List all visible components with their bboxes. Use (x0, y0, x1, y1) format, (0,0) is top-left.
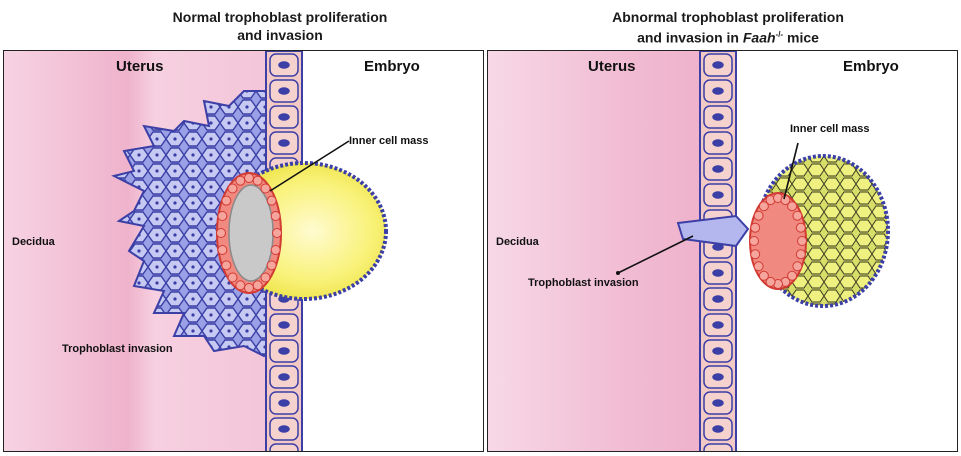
icm-cell (793, 262, 802, 271)
icm-cell (222, 261, 231, 270)
icm-cell (751, 250, 760, 259)
icm-cell (271, 212, 280, 221)
cell-nucleus (713, 270, 723, 276)
epithelial-cell (270, 444, 298, 452)
left-trophoblast-invasion-label: Trophoblast invasion (62, 343, 173, 355)
abnormal-implantation-illustration (488, 51, 958, 452)
left-inner-cell-mass-label: Inner cell mass (349, 135, 429, 147)
icm-cell (754, 211, 763, 220)
right-title-suffix: mice (783, 30, 819, 46)
cell-nucleus (713, 426, 723, 432)
icm-cell (253, 176, 262, 185)
icm-cell (751, 223, 760, 232)
icm-cell (754, 262, 763, 271)
normal-implantation-panel: Uterus Embryo Decidua Inner cell mass Tr… (3, 50, 484, 452)
cell-nucleus (279, 400, 289, 406)
icm-cell (218, 245, 227, 254)
icm-cell (788, 202, 797, 211)
icm-cell (261, 184, 270, 193)
icm-cell (750, 237, 759, 246)
left-title-line1: Normal trophoblast proliferation (80, 8, 480, 26)
cell-nucleus (279, 88, 289, 94)
cell-nucleus (279, 322, 289, 328)
right-trophoblast-invasion-label: Trophoblast invasion (528, 277, 639, 289)
right-title-line1: Abnormal trophoblast proliferation (528, 8, 928, 26)
epithelial-cells (704, 54, 732, 452)
icm-cell (793, 211, 802, 220)
cell-nucleus (713, 296, 723, 302)
inner-cell-mass-core (229, 185, 273, 281)
right-uterus-label: Uterus (588, 58, 636, 75)
normal-implantation-illustration (4, 51, 484, 452)
cell-nucleus (713, 114, 723, 120)
left-panel-title: Normal trophoblast proliferation and inv… (80, 8, 480, 44)
cell-nucleus (713, 62, 723, 68)
icm-cell (796, 250, 805, 259)
cell-nucleus (713, 192, 723, 198)
cell-nucleus (279, 426, 289, 432)
left-decidua-label: Decidua (12, 236, 55, 248)
icm-cell (222, 196, 231, 205)
icm-cell (217, 229, 226, 238)
right-title-gene: Faah (743, 30, 776, 46)
left-uterus-label: Uterus (116, 58, 164, 75)
icm-cell (267, 261, 276, 270)
cell-nucleus (279, 374, 289, 380)
icm-cell (245, 284, 254, 293)
right-panel-title: Abnormal trophoblast proliferation and i… (528, 8, 928, 47)
cell-nucleus (279, 114, 289, 120)
icm-cell (261, 273, 270, 282)
icm-cell (267, 196, 276, 205)
right-embryo-label: Embryo (843, 58, 899, 75)
abnormal-implantation-panel: Uterus Embryo Decidua Inner cell mass Tr… (487, 50, 958, 452)
icm-cell (236, 281, 245, 290)
cell-nucleus (279, 348, 289, 354)
right-title-prefix: and invasion in (637, 30, 743, 46)
right-inner-cell-mass-label: Inner cell mass (790, 123, 870, 135)
icm-cell (759, 271, 768, 280)
cell-nucleus (279, 62, 289, 68)
icm-cell (798, 237, 807, 246)
icm-cell (245, 174, 254, 183)
icm-cell (228, 273, 237, 282)
cell-nucleus (713, 374, 723, 380)
left-embryo-label: Embryo (364, 58, 420, 75)
icm-cell (228, 184, 237, 193)
icm-cell (218, 212, 227, 221)
cell-nucleus (713, 140, 723, 146)
right-title-line2: and invasion in Faah-/- mice (528, 26, 928, 47)
cell-nucleus (713, 88, 723, 94)
cell-nucleus (713, 348, 723, 354)
right-title-superscript: -/- (776, 30, 784, 39)
pointer-dot (616, 271, 620, 275)
icm-cell (236, 176, 245, 185)
right-decidua-label: Decidua (496, 236, 539, 248)
cell-nucleus (279, 140, 289, 146)
icm-cell (273, 229, 282, 238)
uterine-decidua-region (488, 51, 718, 452)
icm-cell (271, 245, 280, 254)
cell-nucleus (713, 166, 723, 172)
icm-cell (796, 223, 805, 232)
epithelial-cell (704, 444, 732, 452)
left-title-line2: and invasion (80, 26, 480, 44)
cell-nucleus (713, 400, 723, 406)
icm-cell (253, 281, 262, 290)
cell-nucleus (713, 322, 723, 328)
